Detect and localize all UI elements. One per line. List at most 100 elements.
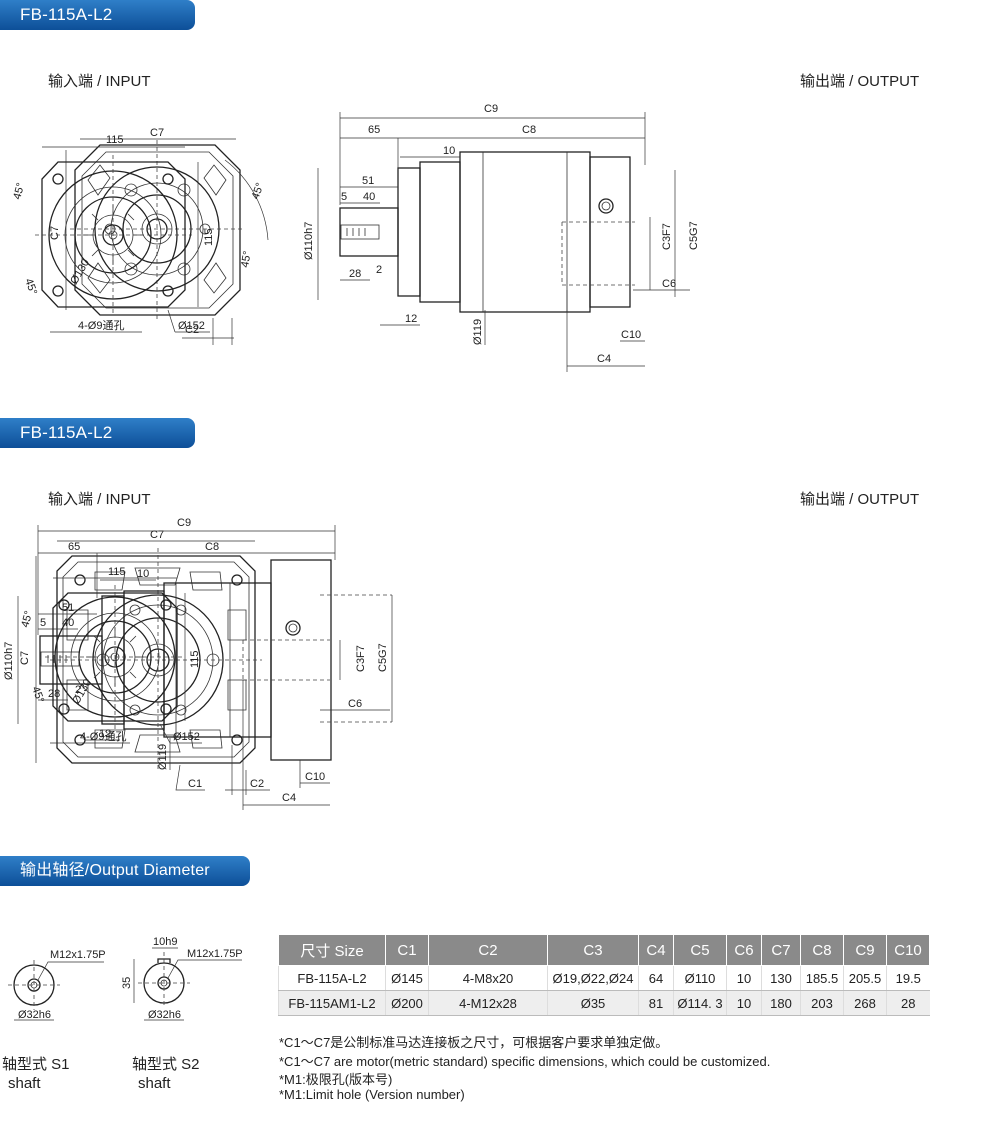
shaft-s2-thread: M12x1.75P xyxy=(187,948,243,960)
dim-45-b-out-2: 45° xyxy=(29,685,46,705)
cell: 4-M12x28 xyxy=(428,990,548,1016)
cell: 81 xyxy=(638,990,674,1016)
section1-input-label: 输入端 / INPUT xyxy=(48,73,151,90)
note-3: *M1:极限孔(版本号) xyxy=(279,1072,393,1087)
section3-title-tag: 输出轴径/Output Diameter xyxy=(0,856,250,886)
shaft-s2-drawing: 10h9 M12x1.75P 35 Ø32h6 xyxy=(121,936,243,1021)
dim-12-2: 12 xyxy=(99,728,111,740)
dim-51-1: 51 xyxy=(362,175,374,187)
cell: Ø35 xyxy=(547,990,639,1016)
dim-c2-1: C2 xyxy=(185,324,199,336)
shaft-s2-label: 轴型式 S2 shaft xyxy=(132,1055,200,1093)
dim-d119-2: Ø119 xyxy=(157,744,169,770)
cell: FB-115A-L2 xyxy=(278,965,386,991)
dim-45-b-1: 45° xyxy=(239,250,254,268)
dim-2-2: 2 xyxy=(75,684,81,696)
dim-c6-1: C6 xyxy=(662,278,676,290)
shaft-s1-label-text: 轴型式 S1 xyxy=(2,1056,70,1073)
cell: 185.5 xyxy=(800,965,844,991)
dim-65-1: 65 xyxy=(368,124,380,136)
th-c6: C6 xyxy=(726,934,762,966)
side-view-1: C9 65 C8 10 51 5 40 Ø110h7 28 2 12 Ø119 … xyxy=(303,103,700,372)
cell: 205.5 xyxy=(843,965,887,991)
cell: 10 xyxy=(726,990,762,1016)
section2-title-tag: FB-115A-L2 xyxy=(0,418,195,448)
dim-c10-2: C10 xyxy=(305,771,325,783)
dim-d130-1: Ø130 xyxy=(68,257,92,286)
dim-10-2: 10 xyxy=(137,568,149,580)
shaft-s2-height: 35 xyxy=(121,977,133,989)
dim-115-top-2: 115 xyxy=(108,566,126,578)
cell: FB-115AM1-L2 xyxy=(278,990,386,1016)
th-c3: C3 xyxy=(547,934,639,966)
dim-45-a-out-1: 45° xyxy=(11,182,27,201)
gearbox-side-outline-1 xyxy=(339,151,635,313)
th-c10: C10 xyxy=(886,934,930,966)
dim-d110h7-2: Ø110h7 xyxy=(3,642,15,680)
note-2: *C1～C7 are motor(metric standard) specif… xyxy=(279,1054,771,1069)
dim-28-2: 28 xyxy=(48,688,60,700)
th-size: 尺寸 Size xyxy=(278,934,386,966)
dim-40-2: 40 xyxy=(62,617,74,629)
th-c5: C5 xyxy=(673,934,727,966)
dim-c1-2: C1 xyxy=(188,778,202,790)
dim-c7-top-1: C7 xyxy=(150,127,164,139)
dim-holes-1: 4-Ø9通孔 xyxy=(78,319,124,332)
dim-d119-1: Ø119 xyxy=(472,319,484,345)
note-4: *M1:Limit hole (Version number) xyxy=(279,1087,465,1102)
cell: Ø19,Ø22,Ø24 xyxy=(547,965,639,991)
dim-c7-side-1: C7 xyxy=(49,226,61,240)
th-c2: C2 xyxy=(428,934,548,966)
cell: 10 xyxy=(726,965,762,991)
dim-115-side-1: 115 xyxy=(203,228,215,246)
dim-c7-top-2: C7 xyxy=(150,529,164,541)
dim-c5g7-2: C5G7 xyxy=(377,643,389,672)
cell: 180 xyxy=(761,990,801,1016)
dim-d130-2: Ø130 xyxy=(70,677,94,706)
cell: 130 xyxy=(761,965,801,991)
dim-c9-2: C9 xyxy=(177,517,191,529)
th-c1: C1 xyxy=(385,934,429,966)
shaft-s2-label-text: 轴型式 S2 xyxy=(132,1056,200,1073)
shaft-s2-dia: Ø32h6 xyxy=(148,1009,181,1021)
dim-12-1: 12 xyxy=(405,313,417,325)
dim-holes-2: 4-Ø9通孔 xyxy=(80,730,126,743)
shaft-s1-sub: shaft xyxy=(8,1075,41,1092)
dim-c4-2: C4 xyxy=(282,792,296,804)
dim-c5g7-1: C5G7 xyxy=(688,221,700,250)
table-row: FB-115AM1-L2 Ø200 4-M12x28 Ø35 81 Ø114. … xyxy=(278,990,930,1016)
dim-2-1: 2 xyxy=(376,264,382,276)
section2-input-label: 输入端 / INPUT xyxy=(48,491,151,508)
shaft-s1-thread: M12x1.75P xyxy=(50,949,106,961)
cell: Ø114. 3 xyxy=(673,990,727,1016)
spec-table: 尺寸 Size C1 C2 C3 C4 C5 C6 C7 C8 C9 C10 F… xyxy=(278,934,930,1016)
cell: 268 xyxy=(843,990,887,1016)
dim-115-side-2: 115 xyxy=(189,650,201,668)
cell: 203 xyxy=(800,990,844,1016)
dim-c9-1: C9 xyxy=(484,103,498,115)
cell: 4-M8x20 xyxy=(428,965,548,991)
shaft-s1-dia: Ø32h6 xyxy=(18,1009,51,1021)
dim-28-1: 28 xyxy=(349,268,361,280)
dim-c10-1: C10 xyxy=(621,329,641,341)
shaft-s2-key: 10h9 xyxy=(153,936,177,948)
dim-65-2: 65 xyxy=(68,541,80,553)
input-view-2: C7 C7 C1 C2 xyxy=(19,529,270,795)
shaft-s1-drawing: M12x1.75P Ø32h6 xyxy=(8,949,106,1021)
dim-c8-2: C8 xyxy=(205,541,219,553)
dim-115-top-1: 115 xyxy=(106,134,124,146)
cell: Ø110 xyxy=(673,965,727,991)
dim-5-1: 5 xyxy=(341,191,347,203)
dim-c2-2: C2 xyxy=(250,778,264,790)
dim-45-a-1: 45° xyxy=(250,181,267,201)
dim-45-a-out-2: 45° xyxy=(19,610,35,629)
th-c7: C7 xyxy=(761,934,801,966)
dim-c8-1: C8 xyxy=(522,124,536,136)
dim-c3f7-1: C3F7 xyxy=(661,223,673,250)
dim-10-1: 10 xyxy=(443,145,455,157)
cell: 64 xyxy=(638,965,674,991)
cell: 19.5 xyxy=(886,965,930,991)
note-1: *C1～C7是公制标准马达连接板之尺寸，可根据客户要求单独定做。 xyxy=(279,1035,669,1050)
dim-d152-1: Ø152 xyxy=(178,320,205,332)
spec-table-header-row: 尺寸 Size C1 C2 C3 C4 C5 C6 C7 C8 C9 C10 xyxy=(278,934,930,966)
